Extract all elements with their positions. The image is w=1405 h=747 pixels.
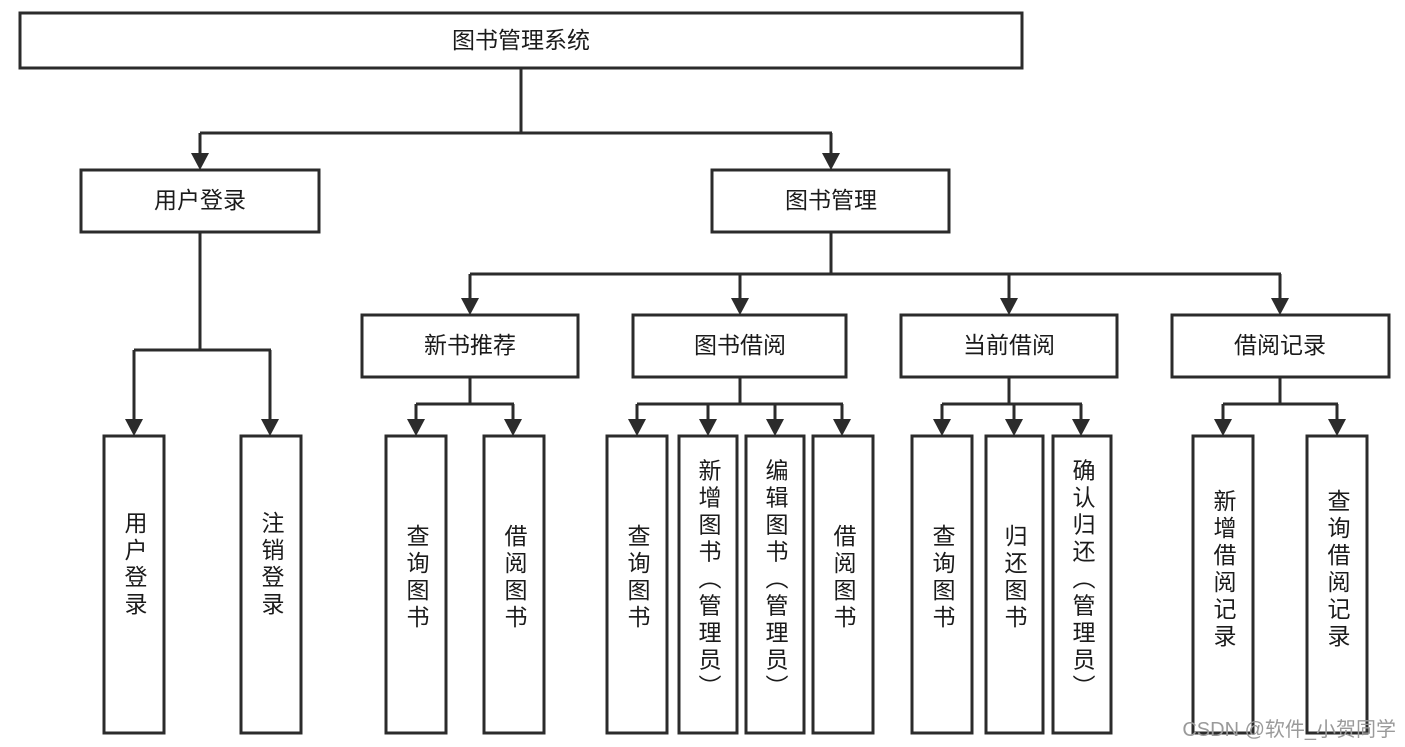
- node-book-borrow-box[interactable]: [631, 313, 848, 379]
- arrowhead-new-book-rec: [461, 298, 479, 315]
- leaf-edit-book-box[interactable]: [744, 434, 806, 735]
- arrowhead-leaf-edit-book: [766, 419, 784, 436]
- node-new-book-recommend[interactable]: 新书推荐: [360, 313, 580, 379]
- leaf-return-book-box[interactable]: [984, 434, 1045, 735]
- leaf-user-login-box[interactable]: [102, 434, 166, 735]
- node-book-management[interactable]: 图书管理: [710, 168, 951, 234]
- node-user-login[interactable]: 用户登录: [79, 168, 321, 234]
- node-book-borrow[interactable]: 图书借阅: [631, 313, 848, 379]
- arrowhead-leaf-query-book-3: [933, 419, 951, 436]
- leaf-add-record-label: 新增借阅记录: [1210, 489, 1237, 651]
- node-book-borrow-label: 图书借阅: [694, 332, 786, 358]
- leaf-edit-book-label: 编辑图书（管理员）: [762, 459, 789, 702]
- leaf-logout-box[interactable]: [239, 434, 303, 735]
- node-user-login-box[interactable]: [79, 168, 321, 234]
- arrowhead-leaf-borrow-book-2: [833, 419, 851, 436]
- node-root-box[interactable]: [18, 11, 1024, 70]
- leaf-query-book-1[interactable]: 查询图书: [384, 434, 448, 735]
- arrowhead-leaf-query-record: [1328, 419, 1346, 436]
- connector-layer: [125, 68, 1346, 436]
- arrowhead-user-login: [191, 153, 209, 170]
- node-user-login-label: 用户登录: [154, 187, 246, 213]
- node-current-borrow-label: 当前借阅: [963, 332, 1055, 358]
- node-current-borrow-box[interactable]: [899, 313, 1119, 379]
- arrowhead-leaf-confirm-return: [1072, 419, 1090, 436]
- leaf-user-login[interactable]: 用户登录: [102, 434, 166, 735]
- node-book-management-label: 图书管理: [785, 187, 877, 213]
- leaf-query-record[interactable]: 查询借阅记录: [1305, 434, 1369, 735]
- leaf-query-book-2-box[interactable]: [605, 434, 669, 735]
- leaf-borrow-book-2-box[interactable]: [811, 434, 875, 735]
- leaf-query-book-3-box[interactable]: [910, 434, 974, 735]
- arrowhead-leaf-user-login: [125, 419, 143, 436]
- leaf-borrow-book-1[interactable]: 借阅图书: [482, 434, 546, 735]
- arrowhead-leaf-logout: [261, 419, 279, 436]
- leaf-add-book-box[interactable]: [677, 434, 739, 735]
- node-borrow-record-label: 借阅记录: [1234, 332, 1326, 358]
- leaf-add-book-label: 新增图书（管理员）: [695, 459, 722, 702]
- leaf-add-record[interactable]: 新增借阅记录: [1191, 434, 1255, 735]
- node-new-book-recommend-label: 新书推荐: [424, 332, 516, 358]
- arrowhead-borrow-record: [1271, 298, 1289, 315]
- arrowhead-book-mgmt: [822, 153, 840, 170]
- leaf-query-book-3[interactable]: 查询图书: [910, 434, 974, 735]
- leaf-query-record-label: 查询借阅记录: [1324, 489, 1351, 651]
- leaf-confirm-return-label: 确认归还（管理员）: [1069, 459, 1096, 702]
- leaf-user-login-label: 用户登录: [121, 511, 148, 619]
- leaf-edit-book[interactable]: 编辑图书（管理员）: [744, 434, 806, 735]
- leaf-logout[interactable]: 注销登录: [239, 434, 303, 735]
- leaf-return-book[interactable]: 归还图书: [984, 434, 1045, 735]
- leaf-logout-label: 注销登录: [258, 511, 285, 619]
- leaf-return-book-label: 归还图书: [1001, 524, 1028, 632]
- node-root[interactable]: 图书管理系统: [18, 11, 1024, 70]
- leaf-borrow-book-1-box[interactable]: [482, 434, 546, 735]
- watermark-label: CSDN @软件_小贺同学: [1182, 718, 1396, 741]
- leaf-borrow-book-1-label: 借阅图书: [501, 524, 528, 632]
- arrowhead-leaf-borrow-book-1: [504, 419, 522, 436]
- leaf-query-book-1-box[interactable]: [384, 434, 448, 735]
- leaf-query-book-1-label: 查询图书: [403, 524, 430, 632]
- node-new-book-recommend-box[interactable]: [360, 313, 580, 379]
- arrowhead-leaf-return-book: [1005, 419, 1023, 436]
- leaf-add-book[interactable]: 新增图书（管理员）: [677, 434, 739, 735]
- leaf-add-record-box[interactable]: [1191, 434, 1255, 735]
- arrowhead-leaf-query-book-1: [407, 419, 425, 436]
- node-book-management-box[interactable]: [710, 168, 951, 234]
- node-borrow-record-box[interactable]: [1170, 313, 1391, 379]
- leaf-query-record-box[interactable]: [1305, 434, 1369, 735]
- leaf-borrow-book-2[interactable]: 借阅图书: [811, 434, 875, 735]
- leaf-confirm-return-box[interactable]: [1051, 434, 1113, 735]
- leaf-confirm-return[interactable]: 确认归还（管理员）: [1051, 434, 1113, 735]
- arrowhead-leaf-add-book: [699, 419, 717, 436]
- node-current-borrow[interactable]: 当前借阅: [899, 313, 1119, 379]
- node-borrow-record[interactable]: 借阅记录: [1170, 313, 1391, 379]
- arrowhead-book-borrow: [731, 298, 749, 315]
- arrowhead-leaf-add-record: [1214, 419, 1232, 436]
- leaf-query-book-3-label: 查询图书: [929, 524, 956, 632]
- arrowhead-leaf-query-book-2: [628, 419, 646, 436]
- leaf-query-book-2[interactable]: 查询图书: [605, 434, 669, 735]
- arrowhead-current-borrow: [1000, 298, 1018, 315]
- leaf-borrow-book-2-label: 借阅图书: [830, 524, 857, 632]
- leaf-query-book-2-label: 查询图书: [624, 524, 651, 632]
- node-root-label: 图书管理系统: [452, 27, 590, 53]
